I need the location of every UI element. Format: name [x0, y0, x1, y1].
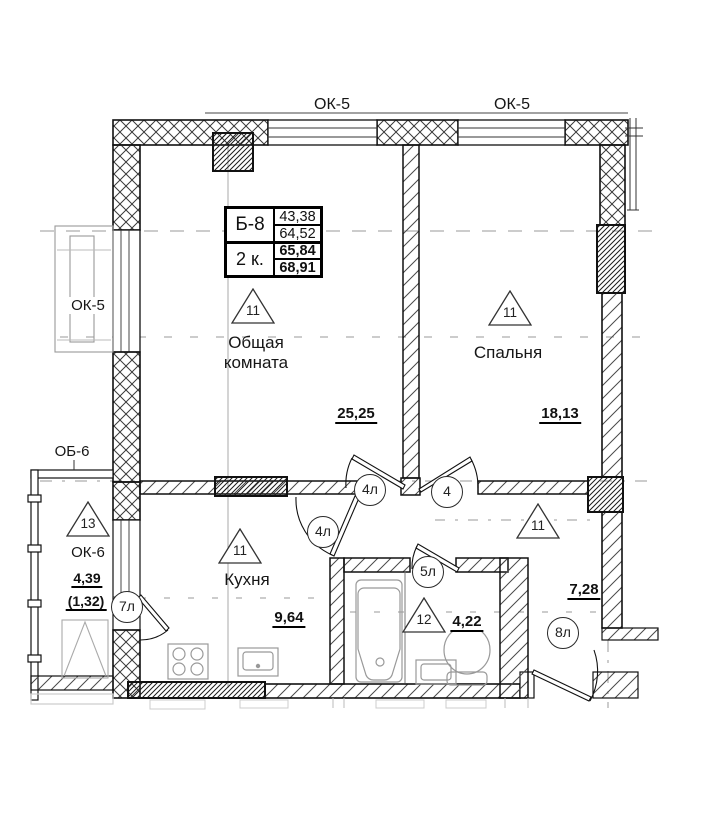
door-arc-bedroom: [470, 458, 479, 489]
label-ob6: ОБ-6: [51, 443, 93, 460]
door-arc-living: [345, 457, 353, 489]
area-value: 68,91: [274, 259, 321, 276]
window-label-ok5-top-right: ОК-5: [494, 96, 530, 113]
bathtub: [355, 570, 406, 683]
door-mark-balcony: 7л: [111, 591, 143, 623]
kitchen-stove: [167, 643, 209, 680]
window-label-ok5-top-left: ОК-5: [314, 96, 350, 113]
window-ok5-top-right-opening: [457, 119, 566, 146]
kitchen-sink: [237, 647, 279, 677]
window-ok5-side-opening: [112, 229, 141, 353]
room-count: 2 к.: [226, 242, 274, 276]
door-arc-entrance: [589, 649, 599, 702]
wall-bath-right: [499, 557, 529, 699]
door-mark-entrance: 8л: [547, 617, 579, 649]
room-name-kitchen: Кухня: [224, 570, 270, 589]
room-area-balcony-reduced: (1,32): [65, 593, 107, 611]
label-ok6: ОК-6: [71, 544, 105, 561]
room-area-bathroom: 4,22: [450, 613, 484, 632]
area-value: 65,84: [274, 242, 321, 259]
room-name-living: Общая комната: [223, 333, 289, 372]
door-mark-bedroom: 4: [431, 476, 463, 508]
balcony-structure: [27, 459, 114, 705]
room-marker-number: 11: [530, 518, 545, 533]
room-marker-number: 13: [80, 516, 96, 531]
room-marker-bedroom: 11: [488, 290, 532, 326]
door-mark-living: 4л: [354, 474, 386, 506]
door-leaf-entrance: [531, 669, 592, 702]
beam: [214, 476, 288, 497]
room-name-bedroom: Спальня: [473, 343, 543, 362]
room-marker-number: 11: [502, 305, 517, 320]
area-value: 43,38: [274, 208, 321, 225]
wall-mid-right: [477, 480, 589, 495]
wall-bath-top-left: [343, 557, 411, 573]
door-mark-kitchen: 4л: [307, 516, 339, 548]
door-mark-bathroom: 5л: [412, 556, 444, 588]
unit-code: Б-8: [226, 208, 274, 242]
door-leaf-living: [351, 454, 406, 490]
room-marker-bathroom: 12: [402, 597, 446, 633]
room-marker-number: 12: [416, 612, 432, 627]
beam: [127, 681, 266, 699]
wall-living-bedroom: [402, 144, 420, 479]
room-area-bedroom: 18,13: [539, 405, 581, 424]
room-marker-number: 11: [245, 303, 260, 318]
room-marker-living: 11: [231, 288, 275, 324]
column: [587, 476, 624, 513]
room-area-balcony: 4,39: [71, 570, 103, 588]
room-area-living: 25,25: [335, 405, 377, 424]
lower-floor-hints: [149, 698, 529, 710]
door-arc-kitchen: [295, 496, 333, 556]
balcony-window-symbol: [61, 619, 109, 679]
room-marker-kitchen: 11: [218, 528, 262, 564]
door-arc-balcony: [139, 629, 169, 641]
room-marker-balcony: 13: [66, 501, 110, 537]
pier: [596, 224, 626, 294]
room-area-kitchen: 9,64: [272, 609, 306, 628]
door-leaf-balcony: [137, 594, 170, 632]
room-marker-hall: 11: [516, 503, 560, 539]
window-ok5-top-left-opening: [267, 119, 378, 146]
outside-lines: [625, 118, 643, 211]
apartment-info-table: Б-8 2 к. 43,38 64,52 65,84 68,91: [224, 206, 323, 278]
column: [212, 132, 254, 172]
window-label-ok5-side: ОК-5: [68, 297, 108, 314]
room-area-hall: 7,28: [567, 581, 601, 600]
room-marker-number: 11: [232, 543, 247, 558]
side-window-box: [54, 225, 114, 353]
area-value: 64,52: [274, 225, 321, 242]
wall-kitchen-bath: [329, 557, 345, 685]
exterior-walls: [112, 112, 659, 699]
